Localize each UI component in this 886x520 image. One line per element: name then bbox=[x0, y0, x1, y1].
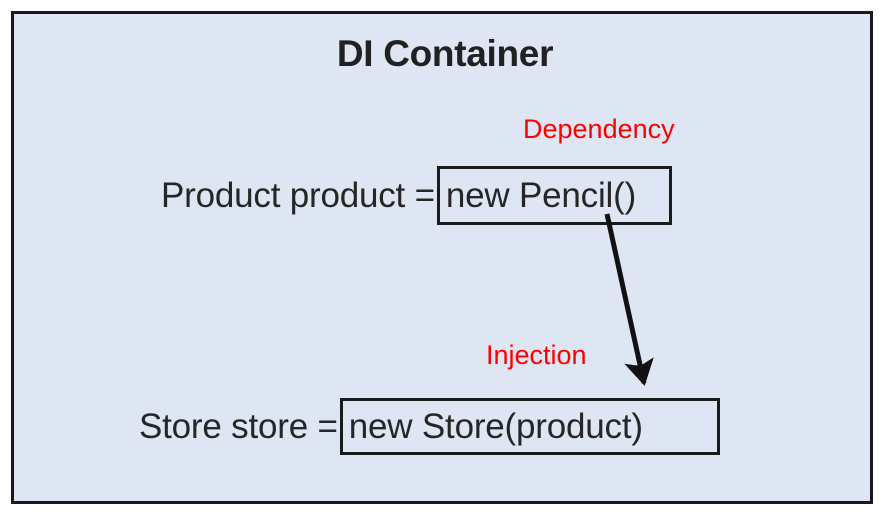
di-container-title: DI Container bbox=[336, 33, 554, 74]
annotation-injection: Injection bbox=[486, 340, 587, 370]
injection-arrow-line bbox=[604, 213, 654, 386]
statement-product-expression-box: new Pencil() bbox=[436, 166, 672, 225]
statement-store-declaration: Store store = bbox=[139, 407, 338, 446]
statement-product: Product product = new Pencil() bbox=[161, 166, 672, 225]
annotation-dependency: Dependency bbox=[523, 114, 675, 144]
di-container-box: DI Container Dependency Product product … bbox=[11, 11, 873, 504]
statement-product-declaration: Product product = bbox=[161, 176, 435, 215]
statement-store: Store store = new Store(product) bbox=[139, 398, 720, 455]
statement-store-expression-box: new Store(product) bbox=[339, 398, 720, 455]
